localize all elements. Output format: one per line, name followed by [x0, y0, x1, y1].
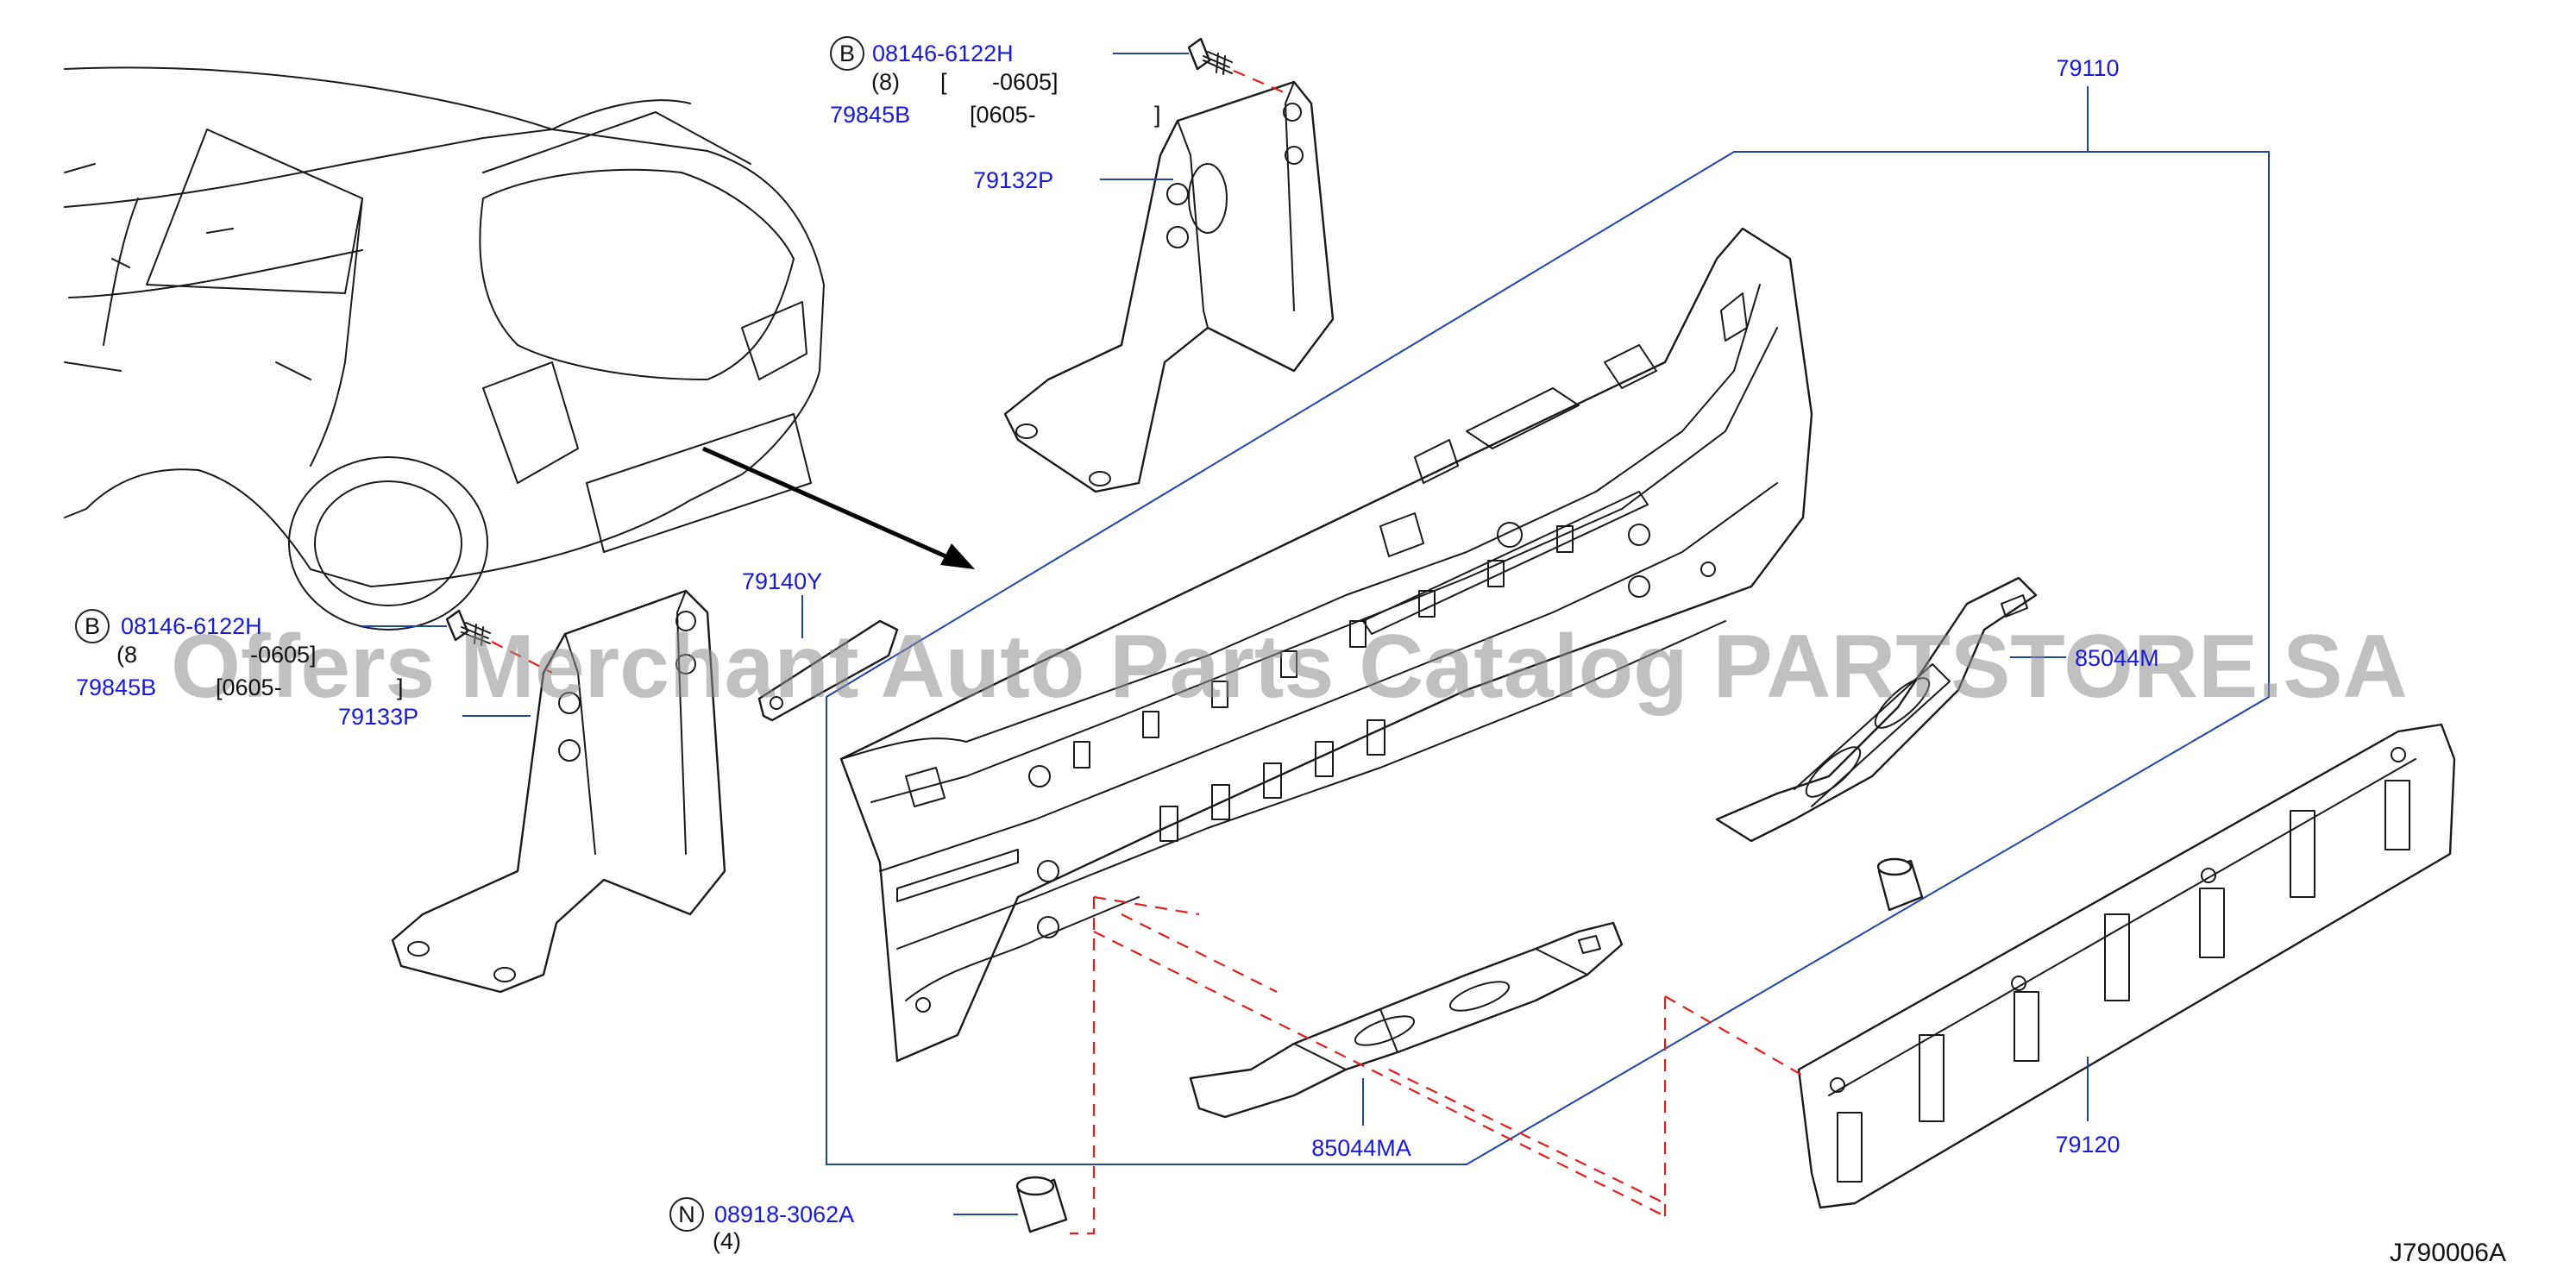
part-number: 08146-6122H — [872, 41, 1014, 66]
group-outline-79110 — [826, 151, 2270, 1165]
direction-arrow — [701, 446, 961, 565]
range-open: [ — [940, 69, 947, 95]
alt-range-open: [0605- — [216, 675, 282, 700]
range-close: -0605] — [250, 642, 317, 668]
bolt-left-guide — [491, 641, 553, 674]
nut-08918-3062A — [1015, 1176, 1068, 1233]
part-number: 08918-3062A — [714, 1202, 854, 1227]
callout-bolt-left: B 08146-6122H (8 -0605] 79845B [0605- ] — [75, 609, 404, 700]
qty: (8 — [116, 642, 137, 668]
plate-79120 — [1797, 723, 2456, 1209]
qty: (8) — [871, 69, 900, 95]
alt-range-close: ] — [397, 675, 404, 700]
callout-nut: N 08918-3062A (4) — [669, 1197, 854, 1254]
part-number: 08146-6122H — [121, 613, 262, 639]
watermark: Offers Merchant Auto Parts Catalog PARTS… — [171, 617, 2408, 717]
bolt-left — [445, 609, 491, 646]
bracket-79133P — [391, 589, 726, 994]
range-close: -0605] — [992, 69, 1059, 95]
label-79110: 79110 — [2056, 55, 2119, 81]
alt-range-open: [0605- — [970, 102, 1036, 128]
label-85044MA: 85044MA — [1311, 1135, 1411, 1161]
badge-letter: B — [85, 613, 100, 639]
plate-slots — [1837, 780, 2410, 1183]
qty: (4) — [713, 1228, 741, 1254]
spacer-right — [1876, 857, 1924, 912]
rear-panel-79110 — [839, 227, 1813, 1063]
callout-bolt-top: B 08146-6122H (8) [ -0605] 79845B [0605-… — [830, 36, 1161, 128]
bracket-79132P — [1003, 80, 1335, 493]
bracket-85044M — [1715, 576, 2038, 843]
clip-79140Y — [757, 619, 899, 722]
badge-letter: B — [839, 41, 855, 66]
label-79133P: 79133P — [338, 704, 418, 730]
panel-slots — [1073, 525, 1574, 842]
alt-part-number: 79845B — [830, 102, 910, 128]
label-85044M: 85044M — [2075, 645, 2159, 671]
alt-range-close: ] — [1154, 102, 1161, 128]
direction-arrow-head — [940, 543, 975, 569]
bolt-top-guide — [1233, 69, 1291, 97]
label-79132P: 79132P — [973, 167, 1053, 193]
label-79140Y: 79140Y — [742, 568, 822, 594]
dashed-guides — [1070, 895, 1808, 1235]
bolt-top — [1187, 37, 1233, 75]
vehicle-rear-illustration — [64, 66, 825, 631]
badge-letter: N — [678, 1202, 695, 1227]
badge-circle — [830, 36, 864, 71]
badge-circle — [75, 609, 110, 643]
label-79120: 79120 — [2055, 1132, 2120, 1158]
badge-circle — [669, 1197, 704, 1232]
bracket-85044MA — [1189, 921, 1624, 1119]
diagram-id: J790006A — [2390, 1239, 2506, 1267]
alt-part-number: 79845B — [76, 675, 156, 700]
